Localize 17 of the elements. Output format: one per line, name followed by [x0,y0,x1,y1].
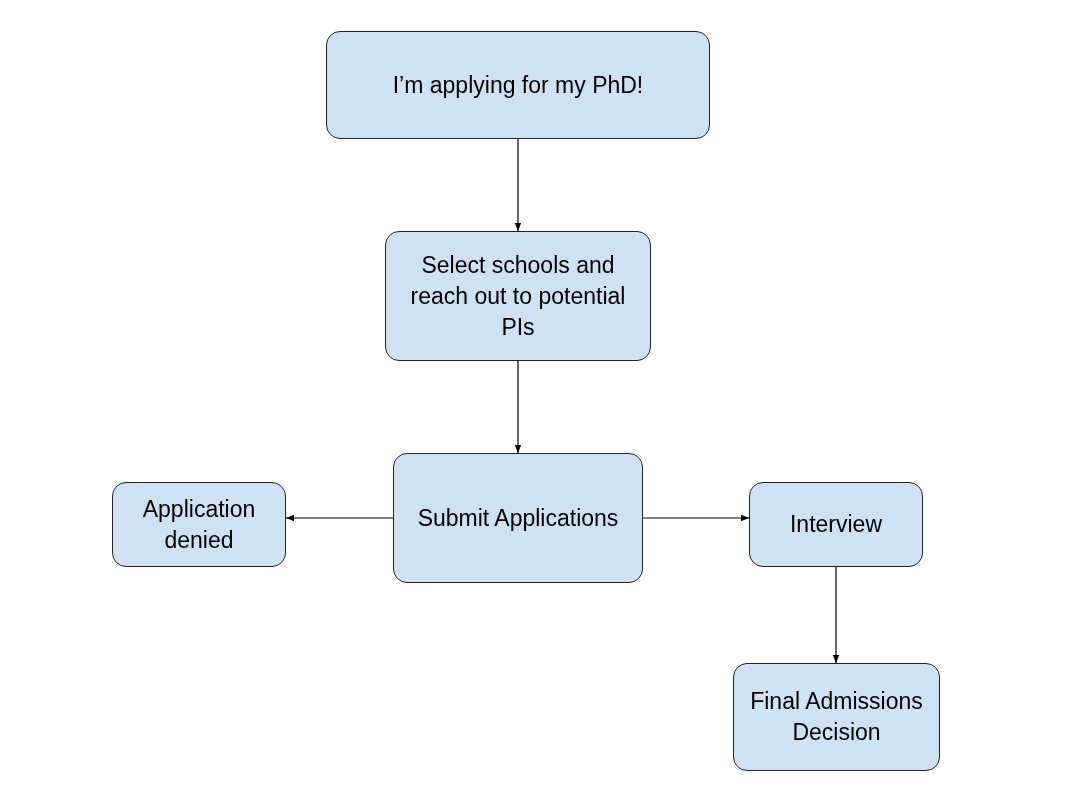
process-box [326,31,710,139]
box-label: Interview [789,510,882,539]
arrow [514,360,522,454]
process-box [385,231,651,361]
arrow [642,514,750,522]
arrow [832,566,840,664]
box-label: Final Admissions Decision [749,687,924,747]
box-label: I’m applying for my PhD! [392,70,644,100]
arrow [514,138,522,232]
box-label: Application denied [141,494,257,555]
process-box [733,663,940,771]
box-label: Select schools and reach out to potential PIs [409,250,627,342]
box-label: Submit Applications [417,503,619,533]
process-box [393,453,643,583]
process-box [749,482,923,567]
process-box [112,482,286,567]
arrow [285,514,394,522]
